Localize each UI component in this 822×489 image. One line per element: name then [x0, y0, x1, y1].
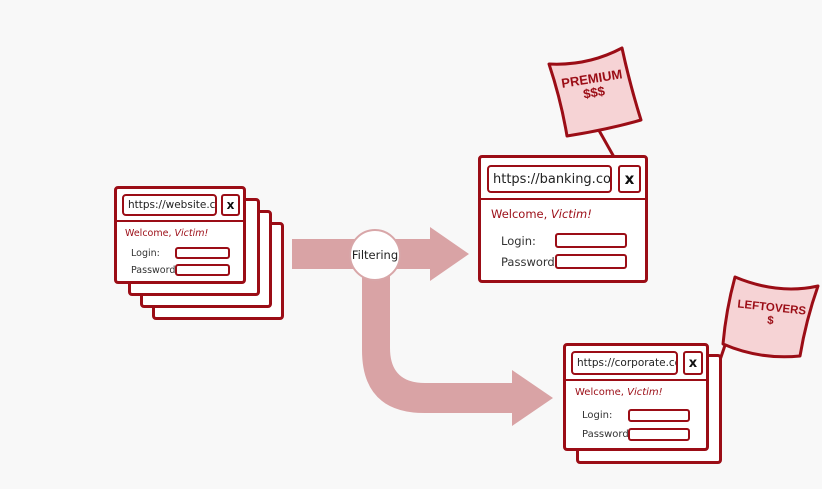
leftovers-login-input[interactable]: [628, 409, 690, 422]
premium-login-input[interactable]: [555, 233, 627, 248]
source-login-input[interactable]: [175, 247, 230, 259]
arrow-to-leftovers-body: [362, 270, 553, 426]
source-login-label: Login:: [131, 248, 160, 259]
premium-password-input[interactable]: [555, 254, 627, 269]
source-welcome-name: Victim!: [174, 228, 209, 239]
source-welcome-prefix: Welcome,: [125, 228, 175, 239]
source-window-stack: https://website.com x Welcome, Victim! L…: [114, 186, 286, 322]
premium-welcome-prefix: Welcome,: [491, 207, 551, 221]
source-close-button[interactable]: x: [221, 194, 240, 216]
premium-window: https://banking.com x Welcome, Victim! L…: [478, 155, 648, 283]
premium-welcome-name: Victim!: [550, 207, 592, 221]
leftovers-flag: [721, 275, 820, 359]
leftovers-window: https://corporate.com x Welcome, Victim!…: [563, 343, 709, 451]
leftovers-welcome-prefix: Welcome,: [575, 387, 628, 398]
leftovers-password-input[interactable]: [628, 428, 690, 441]
source-window: https://website.com x Welcome, Victim! L…: [114, 186, 246, 284]
premium-password-label: Password:: [501, 255, 559, 269]
leftovers-url-field[interactable]: https://corporate.com: [571, 351, 678, 375]
source-url-field[interactable]: https://website.com: [122, 194, 217, 216]
premium-close-button[interactable]: x: [618, 165, 641, 193]
filtering-node: Filtering: [349, 229, 401, 281]
leftovers-close-button[interactable]: x: [683, 351, 703, 375]
source-password-input[interactable]: [175, 264, 230, 276]
source-window-bar: [117, 189, 243, 222]
premium-login-label: Login:: [501, 234, 536, 248]
premium-welcome-text: Welcome, Victim!: [491, 207, 592, 221]
leftovers-welcome-name: Victim!: [627, 387, 663, 398]
leftovers-password-label: Password:: [582, 429, 633, 440]
leftovers-window-bar: [566, 346, 706, 381]
leftovers-welcome-text: Welcome, Victim!: [575, 387, 663, 398]
premium-window-bar: [481, 158, 645, 200]
premium-url-field[interactable]: https://banking.com: [487, 165, 612, 193]
leftovers-login-label: Login:: [582, 410, 613, 421]
premium-flag: [547, 46, 643, 138]
source-welcome-text: Welcome, Victim!: [125, 228, 208, 239]
source-password-label: Password:: [131, 265, 179, 276]
